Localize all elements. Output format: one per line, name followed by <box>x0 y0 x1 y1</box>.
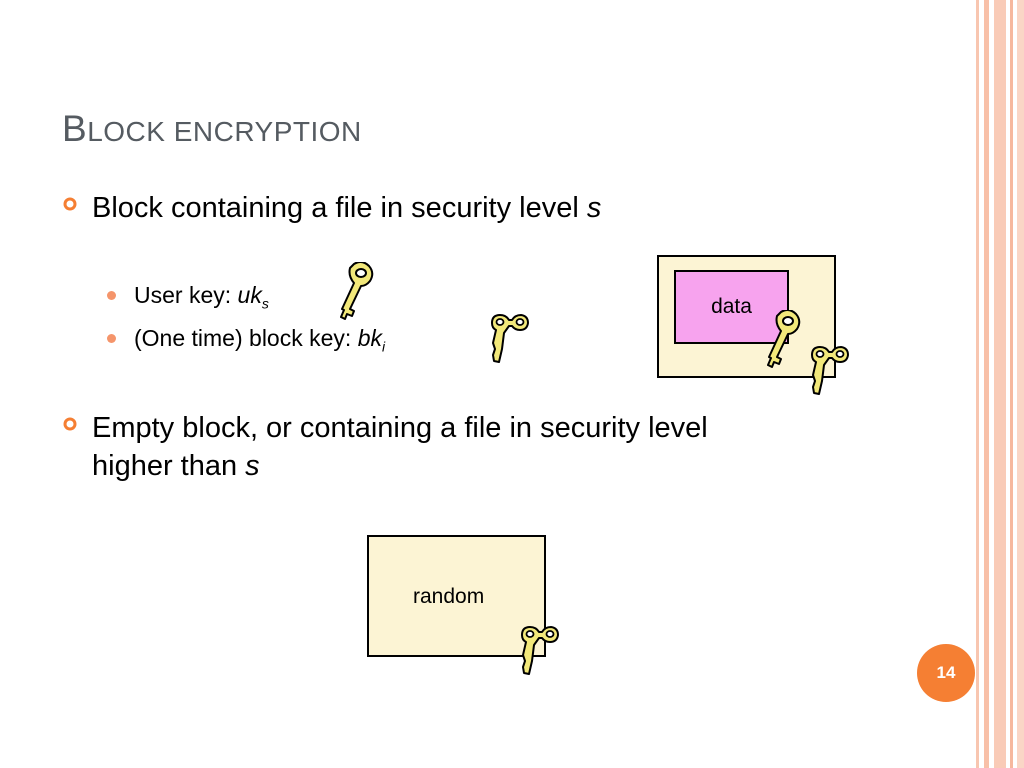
page-number: 14 <box>936 663 956 682</box>
block-key-icon <box>491 314 529 363</box>
block-key-subscript: i <box>381 338 386 355</box>
slide-title-initial: B <box>62 108 88 149</box>
block-key-icon <box>811 346 849 395</box>
block-key-icon <box>521 626 559 675</box>
bullet-2-line-2: higher than s <box>92 447 708 485</box>
border-stripe <box>984 0 989 768</box>
random-block <box>367 535 546 657</box>
user-key-subscript: s <box>261 295 269 312</box>
sub-bullet-user-key: User key: uks <box>107 282 269 312</box>
border-stripe <box>976 0 979 768</box>
bullet-2-var: s <box>245 450 260 482</box>
bullet-2: Empty block, or containing a file in sec… <box>63 409 708 485</box>
random-label: random <box>413 585 485 608</box>
slide-title-rest: LOCK ENCRYPTION <box>87 116 362 147</box>
border-stripe <box>1010 0 1013 768</box>
border-stripe <box>994 0 1006 768</box>
slide-title: BLOCK ENCRYPTION <box>62 108 362 150</box>
bullet-ring-icon <box>63 417 77 431</box>
border-stripe <box>1017 0 1024 768</box>
bullet-2-line-2-text: higher than <box>92 450 246 482</box>
bullet-ring-icon <box>63 197 77 211</box>
user-key-icon <box>767 310 801 368</box>
bullet-1-var: s <box>586 192 602 224</box>
sub-bullet-dot <box>107 291 116 300</box>
sub-bullet-block-key: (One time) block key: bki <box>107 325 386 355</box>
sub-bullet-user-key-text: User key: <box>134 282 238 308</box>
bullet-1: Block containing a file in security leve… <box>63 189 602 227</box>
sub-bullet-block-key-text: (One time) block key: <box>134 325 358 351</box>
bullet-2-line-1: Empty block, or containing a file in sec… <box>92 412 708 444</box>
user-key-icon <box>340 262 374 320</box>
user-key-var: uk <box>237 282 262 308</box>
sub-bullet-dot <box>107 334 116 343</box>
page-number-badge: 14 <box>917 644 975 702</box>
data-label: data <box>711 295 752 318</box>
border-stripes <box>976 0 1024 768</box>
data-region: data <box>674 270 789 344</box>
bullet-1-text: Block containing a file in security leve… <box>92 192 587 224</box>
block-key-var: bk <box>357 325 382 351</box>
